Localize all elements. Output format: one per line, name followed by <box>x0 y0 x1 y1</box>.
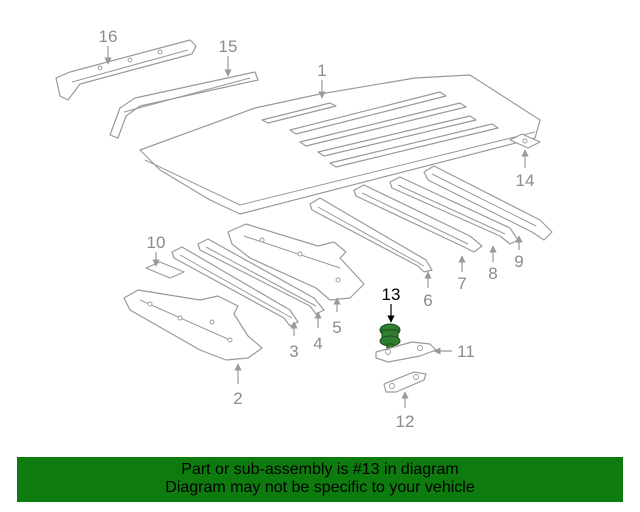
callout-6: 6 <box>423 291 432 310</box>
roof-bow-part-8 <box>389 176 519 245</box>
callout-10: 10 <box>147 233 166 252</box>
rear-header-part-2 <box>123 289 263 361</box>
bracket-part-14 <box>509 133 541 149</box>
bracket-part-11 <box>375 341 437 363</box>
roof-bow-part-9 <box>423 165 553 241</box>
reinforcement-part-5 <box>227 223 365 301</box>
roof-bow-part-6 <box>309 197 433 273</box>
callout-9: 9 <box>514 252 523 271</box>
callout-12: 12 <box>396 412 415 431</box>
roof-panel-part-1 <box>139 74 541 215</box>
info-banner: Part or sub-assembly is #13 in diagram D… <box>17 457 623 502</box>
callout-15: 15 <box>219 37 238 56</box>
callout-1: 1 <box>317 61 326 80</box>
front-rail-part-15 <box>109 71 259 139</box>
callout-7: 7 <box>457 274 466 293</box>
callout-2: 2 <box>233 389 242 408</box>
callout-4: 4 <box>313 334 322 353</box>
callout-3: 3 <box>289 342 298 361</box>
callout-numbers: 1 2 3 4 5 6 7 8 9 10 11 12 13 14 15 16 <box>99 27 535 431</box>
bracket-part-12 <box>383 371 427 393</box>
roof-parts-diagram: 1 2 3 4 5 6 7 8 9 10 11 12 13 14 15 16 <box>55 27 553 431</box>
callout-5: 5 <box>332 318 341 337</box>
leader-lines <box>104 46 529 408</box>
banner-line-disclaimer: Diagram may not be specific to your vehi… <box>165 479 475 496</box>
roof-bow-part-7 <box>353 184 483 253</box>
callout-13: 13 <box>382 285 401 304</box>
callout-8: 8 <box>488 264 497 283</box>
clip-part-13 <box>379 323 401 355</box>
pad-part-10 <box>145 261 185 279</box>
callout-14: 14 <box>516 171 535 190</box>
callout-16: 16 <box>99 27 118 46</box>
callout-11: 11 <box>457 342 475 361</box>
banner-line-part-number: Part or sub-assembly is #13 in diagram <box>181 461 459 478</box>
